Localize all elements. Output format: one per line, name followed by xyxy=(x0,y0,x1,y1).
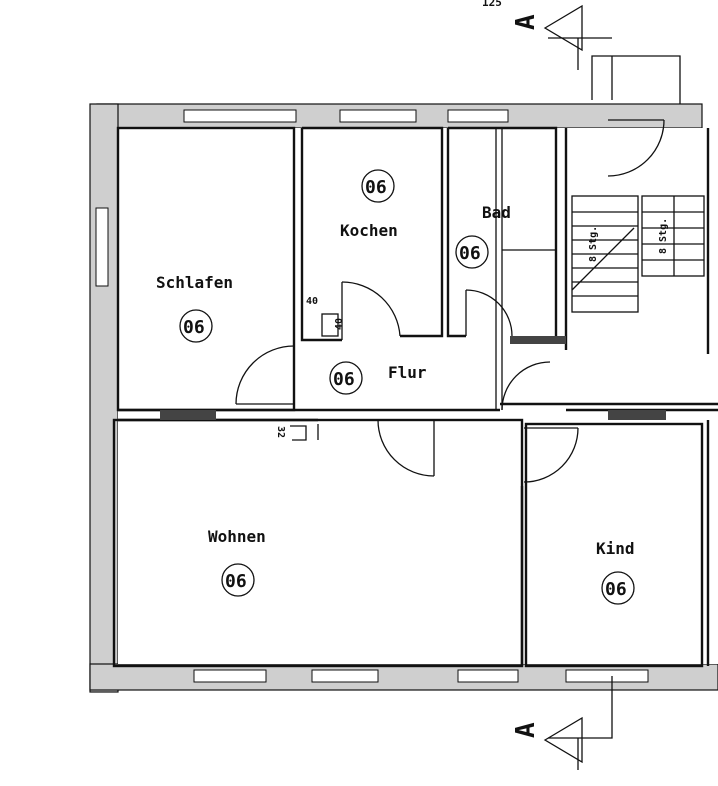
room-schlafen-id: 06 xyxy=(183,317,205,338)
room-wohnen-id: 06 xyxy=(225,571,247,592)
room-bad-id: 06 xyxy=(459,243,481,264)
top-note: 125 xyxy=(482,0,502,9)
room-flur-name: Flur xyxy=(388,363,427,382)
room-flur-id: 06 xyxy=(333,369,355,390)
room-bad-name: Bad xyxy=(482,203,511,222)
section-marker-top: A xyxy=(511,4,681,105)
room-kochen-name: Kochen xyxy=(340,221,398,240)
section-letter-top: A xyxy=(511,14,541,30)
dimensions: 40 40 32 xyxy=(275,296,345,441)
section-marker-bottom: A xyxy=(511,676,613,770)
room-labels: Schlafen 06 06 Kochen Bad 06 06 Flur Woh… xyxy=(156,169,635,605)
room-kochen-id: 06 xyxy=(365,177,387,198)
section-letter-bottom: A xyxy=(511,722,541,738)
dim-40-b: 40 xyxy=(334,318,345,330)
stair-label-right: 8 Stg. xyxy=(658,218,669,254)
stair-label-left: 8 Stg. xyxy=(588,226,599,262)
dim-32: 32 xyxy=(275,426,286,438)
stairs: 8 Stg. 8 Stg. xyxy=(571,195,705,313)
room-kind-name: Kind xyxy=(596,539,635,558)
room-kind-id: 06 xyxy=(605,579,627,600)
doors xyxy=(235,119,665,483)
room-wohnen-name: Wohnen xyxy=(208,527,266,546)
dim-40-a: 40 xyxy=(306,296,318,307)
hatched-walls xyxy=(160,336,666,420)
room-schlafen-name: Schlafen xyxy=(156,273,233,292)
